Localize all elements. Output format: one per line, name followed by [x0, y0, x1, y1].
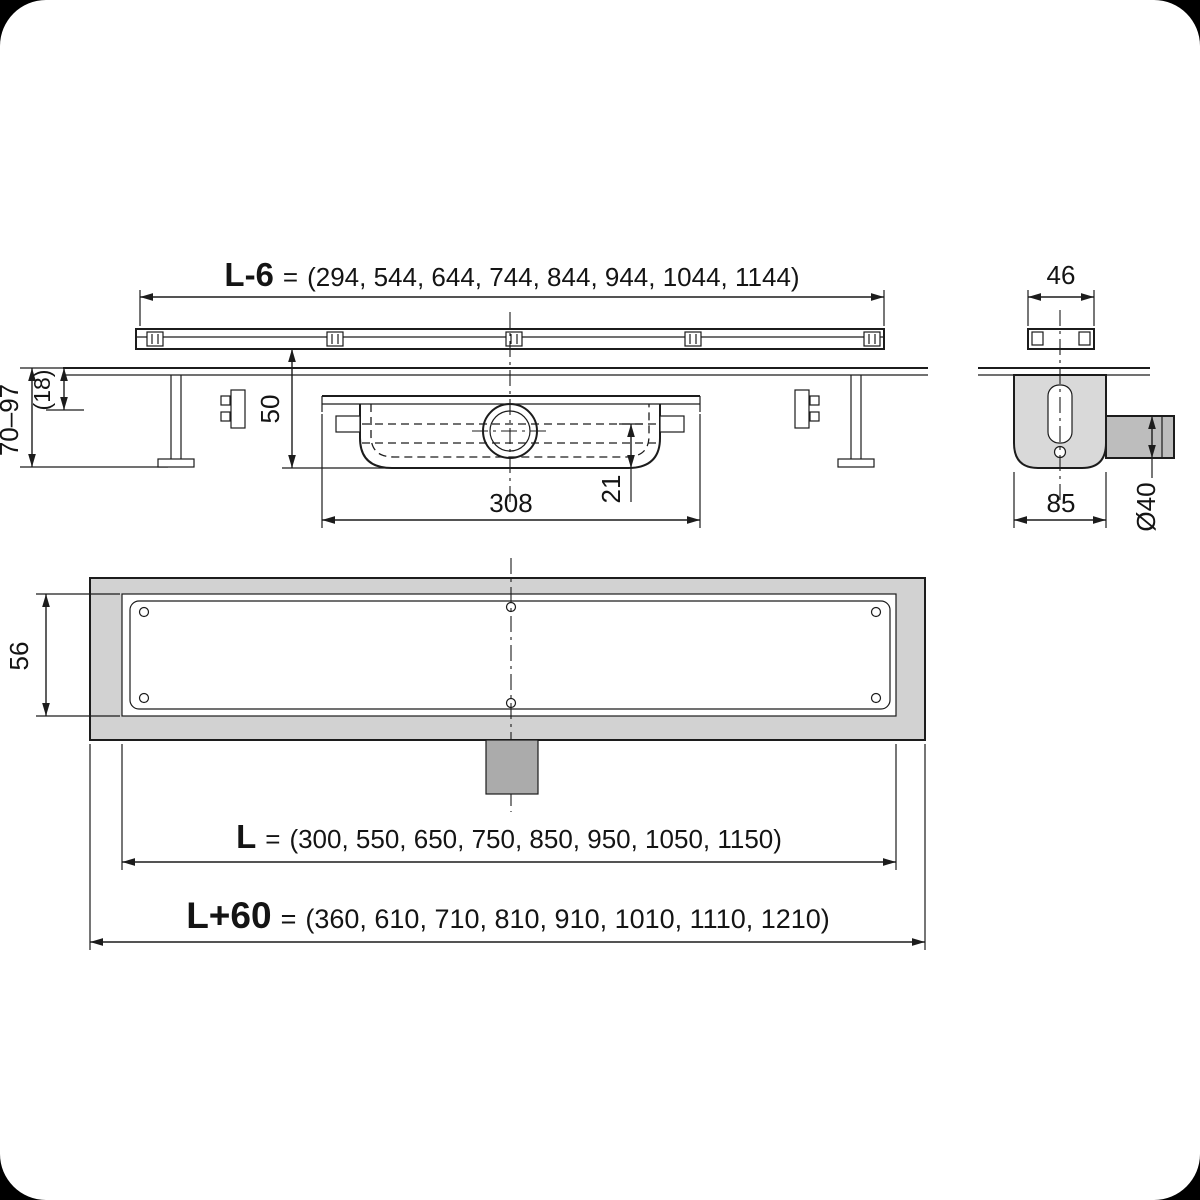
pipe-diameter-dimension: Ø40: [1131, 415, 1161, 532]
outlet-offset-text: 21: [596, 475, 626, 504]
front-length-dimension: L-6=(294, 544, 644, 744, 844, 944, 1044,…: [139, 256, 885, 326]
grate-clip: [684, 331, 702, 347]
depth-text: 50: [255, 395, 285, 424]
base-width-dimension: 85: [1013, 472, 1107, 528]
wall-bracket-left: [220, 389, 246, 429]
side-body: [1013, 374, 1107, 469]
plan-view: 56 L=(300, 550, 650, 750, 850, 950, 1050…: [4, 558, 926, 950]
front-length-text: L-6=(294, 544, 644, 744, 844, 944, 1044,…: [224, 256, 799, 293]
outlet-offset-dimension: 21: [596, 423, 643, 504]
plan-length-text: L=(300, 550, 650, 750, 850, 950, 1050, 1…: [236, 818, 782, 855]
height-dimension: 70–97: [0, 367, 168, 468]
grate-clip: [326, 331, 344, 347]
outlet-pipe: [1105, 415, 1175, 459]
support-leg-right: [837, 375, 875, 468]
front-view: L-6=(294, 544, 644, 744, 844, 944, 1044,…: [0, 256, 928, 528]
grate-clip: [505, 331, 523, 347]
grate-clip: [863, 331, 881, 347]
flange-offset-text: (18): [29, 370, 55, 411]
side-top-width-text: 46: [1047, 260, 1076, 290]
side-width-dimension: 46: [1027, 260, 1095, 326]
grate-profile: [135, 328, 885, 350]
trap-length-text: 308: [489, 488, 532, 518]
flange-offset-dimension: (18): [29, 367, 84, 411]
pipe-diameter-text: Ø40: [1131, 482, 1161, 531]
plan-total-length-dimension: L+60=(360, 610, 710, 810, 910, 1010, 111…: [89, 744, 926, 950]
channel-width-dimension: 56: [4, 593, 120, 717]
grate-clip: [146, 331, 164, 347]
depth-dimension: 50: [255, 348, 392, 469]
floor-line: [20, 367, 928, 376]
channel-width-text: 56: [4, 642, 34, 671]
side-grate-profile: [1027, 328, 1095, 350]
plan-total-length-text: L+60=(360, 610, 710, 810, 910, 1010, 111…: [186, 895, 830, 936]
height-range-text: 70–97: [0, 384, 24, 456]
base-width-text: 85: [1047, 488, 1076, 518]
plan-grate: [129, 600, 891, 710]
plan-outlet: [485, 739, 539, 795]
trap-length-dimension: 308: [321, 414, 701, 528]
plan-length-dimension: L=(300, 550, 650, 750, 850, 950, 1050, 1…: [121, 744, 897, 870]
side-view: 46 85: [978, 260, 1175, 532]
wall-bracket-right: [794, 389, 820, 429]
support-leg-left: [157, 375, 195, 468]
